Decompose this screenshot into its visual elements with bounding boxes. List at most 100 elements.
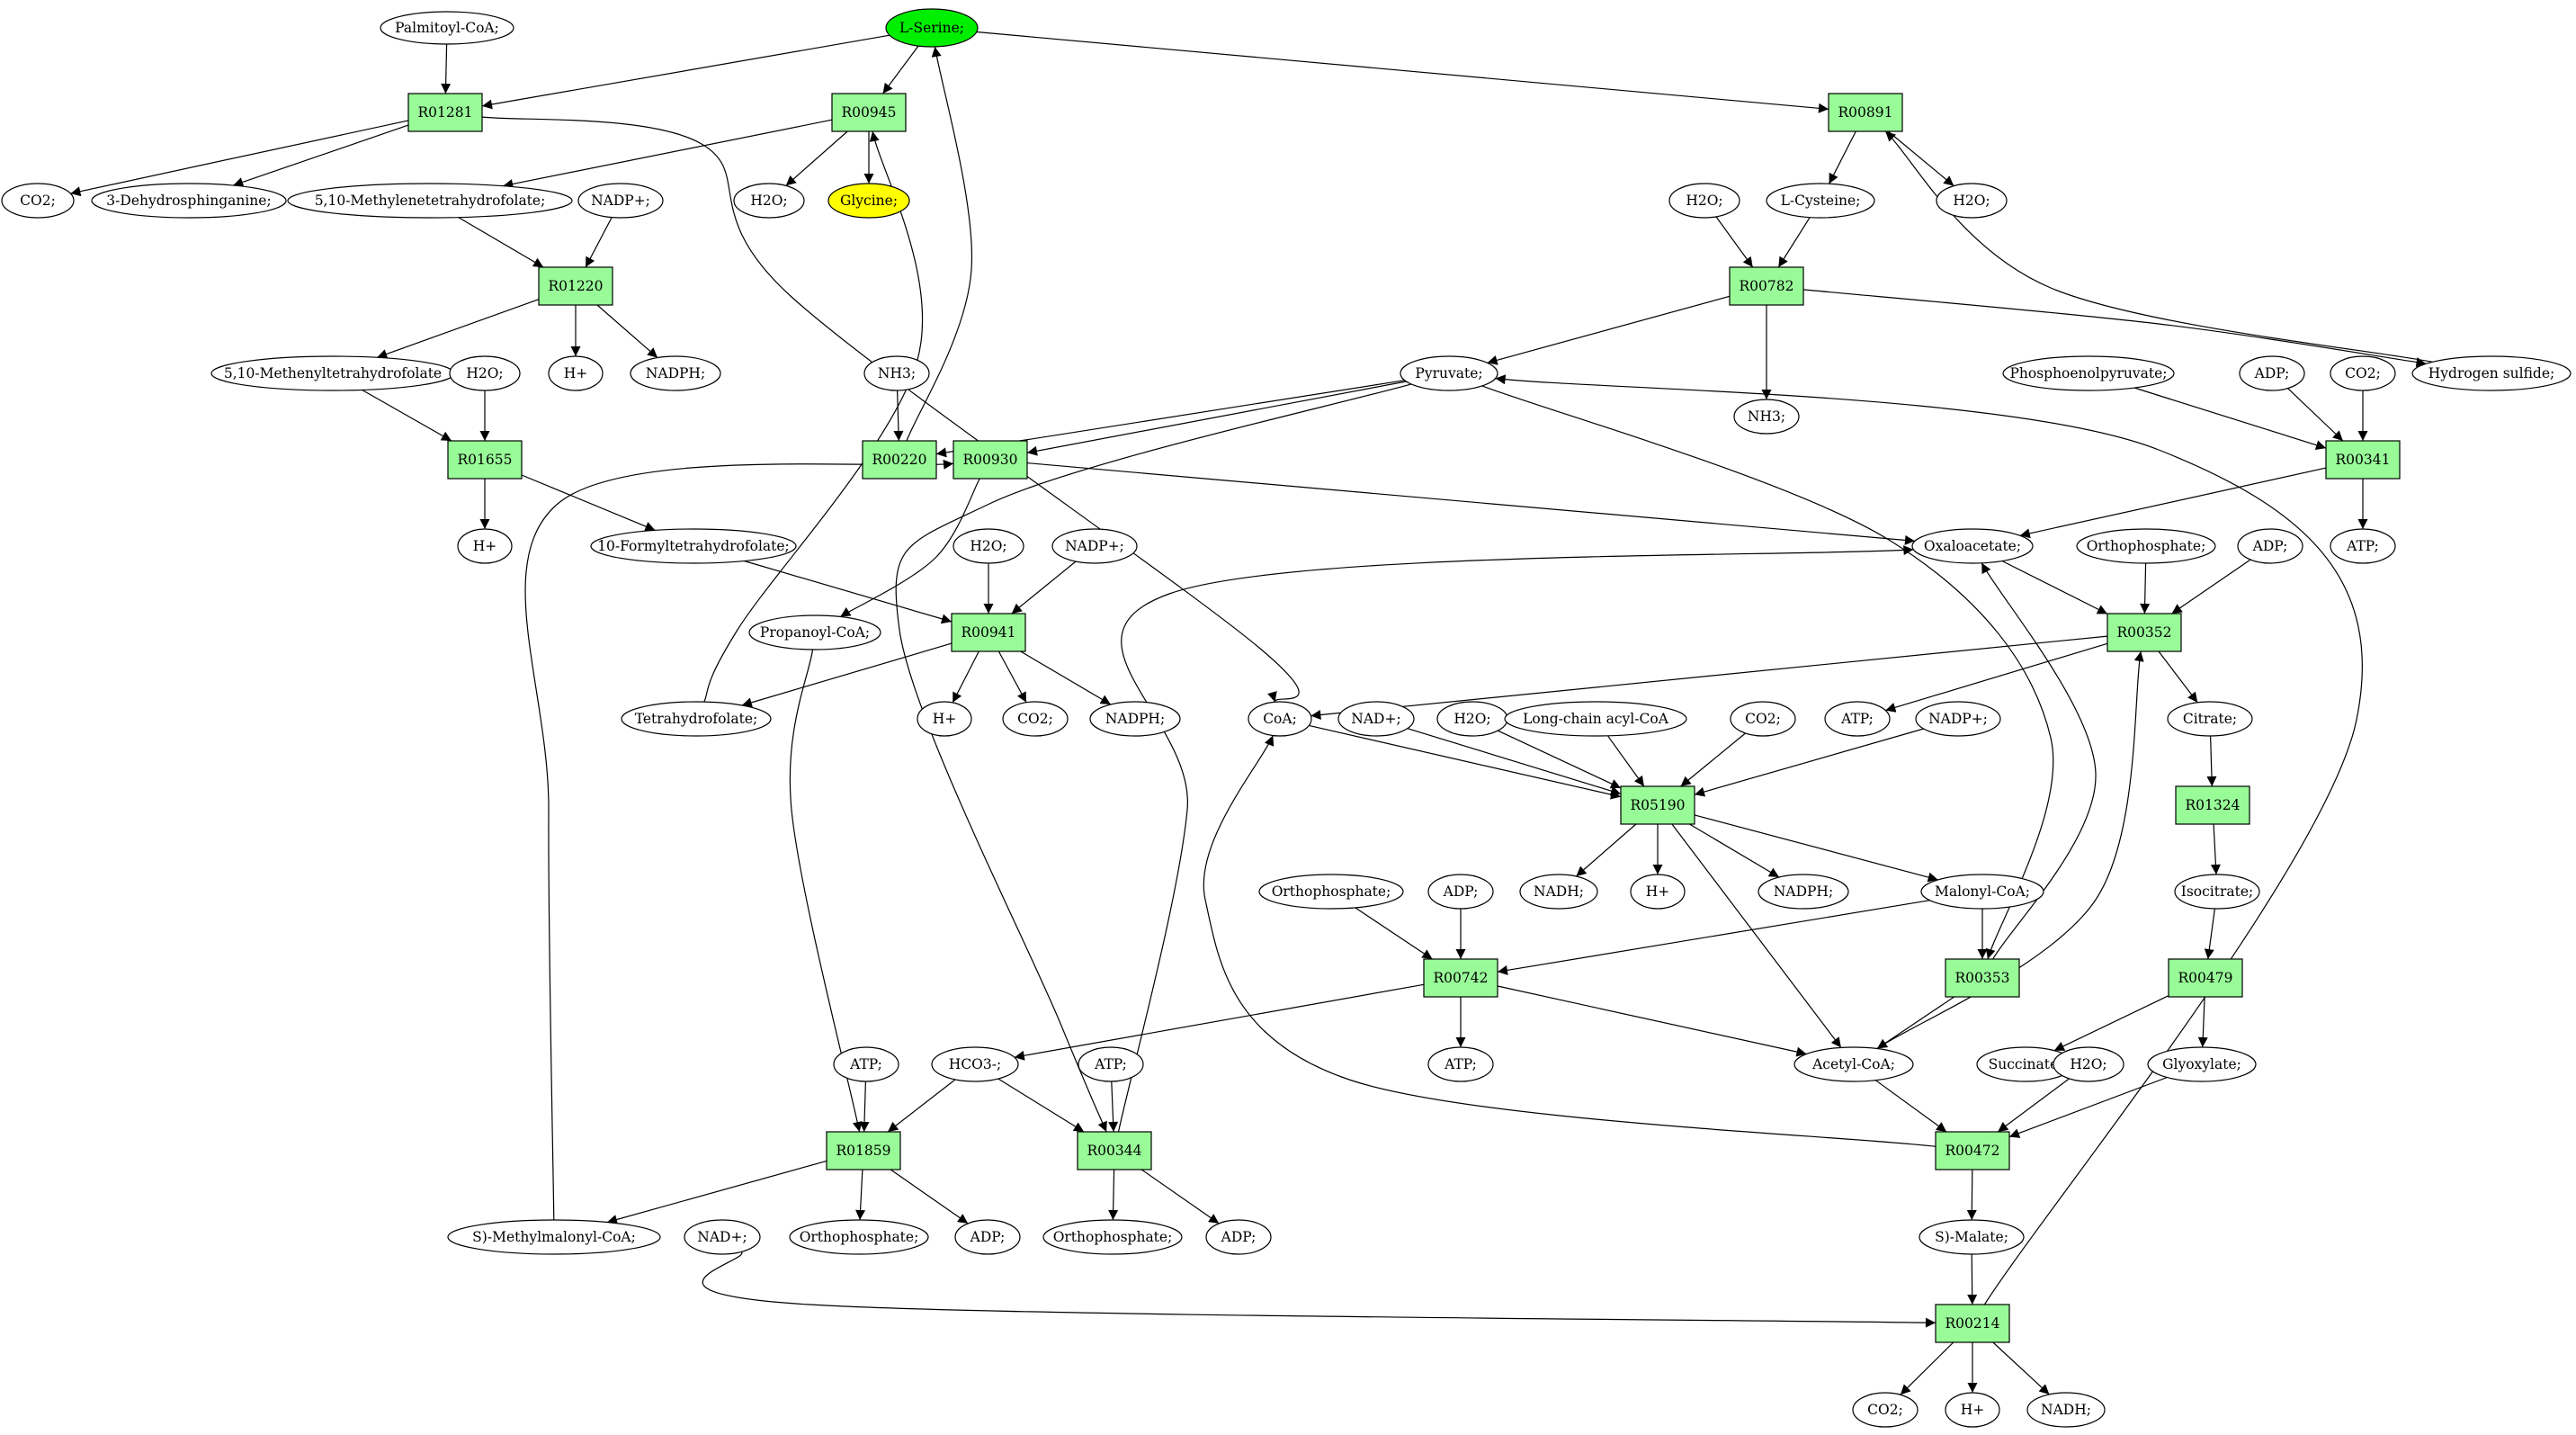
metabolite-node-malcoa: Malonyl-CoA; (1920, 874, 2044, 910)
metabolite-ellipse (1, 183, 75, 219)
edge-nh3a-to-R00220 (893, 390, 904, 442)
metabolite-node-hpb: H+ (457, 528, 513, 564)
reaction-node-R00353: R00353 (1945, 958, 2020, 998)
metabolite-node-co2c: CO2; (1002, 701, 1069, 737)
node-label: S)-Methylmalonyl-CoA; (472, 1229, 636, 1245)
node-label: NADPH; (646, 365, 705, 381)
node-label: Pyruvate; (1415, 365, 1482, 381)
node-label: H2O; (970, 538, 1006, 554)
metabolite-node-adpa: ADP; (2239, 355, 2305, 391)
node-label: Orthophosphate; (2087, 538, 2206, 554)
reaction-node-R00782: R00782 (1729, 266, 1804, 306)
metabolite-node-h2oa: H2O; (733, 183, 805, 219)
edge-R05190-to-accoa (1671, 823, 1842, 1048)
metabolite-node-co2d: CO2; (1730, 701, 1796, 737)
metabolite-node-smal: S)-Malate; (1919, 1219, 2025, 1255)
node-label: 3-Dehydrosphinganine; (106, 193, 271, 209)
reaction-box (1935, 1131, 2010, 1170)
reaction-node-R00891: R00891 (1828, 93, 1903, 132)
reaction-box (826, 1131, 901, 1170)
edge-nadpc-to-R05190 (1694, 728, 1924, 797)
node-label: H+ (933, 711, 957, 727)
node-label: ATP; (849, 1056, 882, 1072)
reaction-node-R00479: R00479 (2168, 958, 2243, 998)
metabolite-ellipse (1051, 528, 1138, 564)
edge-R00742-to-hco3 (1014, 983, 1425, 1061)
metabolite-ellipse (1400, 355, 1498, 391)
edge-coa-to-R05190 (1309, 724, 1622, 800)
node-label: ADP; (2252, 538, 2288, 554)
metabolite-node-atpe: ATP; (1078, 1046, 1144, 1082)
reaction-box (2106, 613, 2182, 652)
edge-ser-to-R00891 (976, 31, 1829, 113)
metabolite-ellipse (2026, 1392, 2106, 1428)
metabolite-node-gly: Glycine; (827, 183, 910, 219)
edge-R05190-to-nadh (1576, 823, 1637, 877)
node-label: Hydrogen sulfide; (2428, 365, 2555, 381)
edge-co2d-to-R05190 (1680, 732, 1746, 787)
node-label: ATP; (1094, 1056, 1127, 1072)
metabolite-node-hpd: H+ (1630, 874, 1686, 910)
metabolite-node-h2of: H2O; (1436, 701, 1508, 737)
edge-lcacoa-to-R05190 (1607, 735, 1645, 787)
node-label: H2O; (750, 193, 787, 209)
edge-nada-to-R05190 (1407, 728, 1622, 796)
edge-R00352-to-atpb (1885, 642, 2108, 713)
reaction-box (1423, 958, 1498, 998)
node-label: R00945 (842, 104, 897, 121)
node-label: R00353 (1955, 970, 2010, 986)
metabolite-node-nadpc: NADP+; (1915, 701, 2001, 737)
edge-orthoa-to-R00352 (2140, 562, 2151, 614)
node-label: H2O; (2070, 1056, 2106, 1072)
metabolite-node-mthf: 5,10-Methylenetetrahydrofolate; (287, 183, 573, 219)
edge-R05190-to-nadphc (1689, 823, 1780, 878)
metabolite-ellipse (590, 528, 797, 564)
metabolite-node-nadhb: NADH; (2026, 1392, 2106, 1428)
node-label: Citrate; (2183, 711, 2237, 727)
node-label: R05190 (1631, 797, 1686, 813)
metabolite-ellipse (1936, 183, 2008, 219)
node-label: H+ (1961, 1402, 1985, 1418)
metabolite-ellipse (1766, 183, 1875, 219)
reaction-node-R00930: R00930 (953, 440, 1028, 480)
metabolite-node-co2e: CO2; (1852, 1392, 1919, 1428)
edge-accoa-to-R00472 (1874, 1080, 1947, 1133)
metabolite-node-lcacoa: Long-chain acyl-CoA (1504, 701, 1687, 737)
metabolite-ellipse (789, 1219, 929, 1255)
metabolite-node-nadb: NAD+; (684, 1219, 761, 1255)
node-label: CO2; (1867, 1402, 1903, 1418)
node-label: R00344 (1087, 1143, 1142, 1159)
edge-h2oc-to-R00782 (1715, 216, 1754, 268)
node-label: Acetyl-CoA; (1811, 1056, 1895, 1072)
node-label: R00220 (872, 452, 927, 468)
edge-pep-to-R00341 (2133, 387, 2327, 451)
node-label: H2O; (1953, 193, 1990, 209)
metabolite-node-propcoa: Propanoyl-CoA; (748, 614, 881, 650)
node-label: Orthophosphate; (1272, 883, 1391, 900)
node-label: L-Cysteine; (1781, 193, 1861, 209)
metabolite-ellipse (2330, 355, 2396, 391)
node-label: CO2; (20, 193, 56, 209)
metabolite-ellipse (953, 528, 1024, 564)
metabolite-ellipse (1920, 874, 2044, 910)
metabolite-ellipse (1248, 701, 1312, 737)
metabolite-ellipse (1911, 528, 2034, 564)
metabolite-node-adpe: ADP; (1205, 1219, 1272, 1255)
metabolite-ellipse (577, 183, 664, 219)
reaction-node-R05190: R05190 (1620, 785, 1695, 825)
edge-R00344-to-oaa (1117, 545, 1914, 1133)
edge-R01859-to-adpd (890, 1169, 969, 1224)
edge-adpa-to-R00341 (2287, 388, 2344, 442)
metabolite-node-hpe: H+ (1945, 1392, 2000, 1428)
node-label: R00782 (1740, 278, 1794, 294)
edge-R00214-to-co2e (1900, 1341, 1954, 1395)
metabolite-ellipse (931, 1046, 1019, 1082)
metabolite-node-nada: NAD+; (1337, 701, 1415, 737)
node-label: Orthophosphate; (1053, 1229, 1173, 1245)
metabolite-ellipse (1042, 1219, 1183, 1255)
metabolite-ellipse (954, 1219, 1021, 1255)
metabolite-ellipse (833, 1046, 899, 1082)
metabolite-ellipse (447, 1219, 661, 1255)
metabolite-node-orthoa: Orthophosphate; (2076, 528, 2216, 564)
